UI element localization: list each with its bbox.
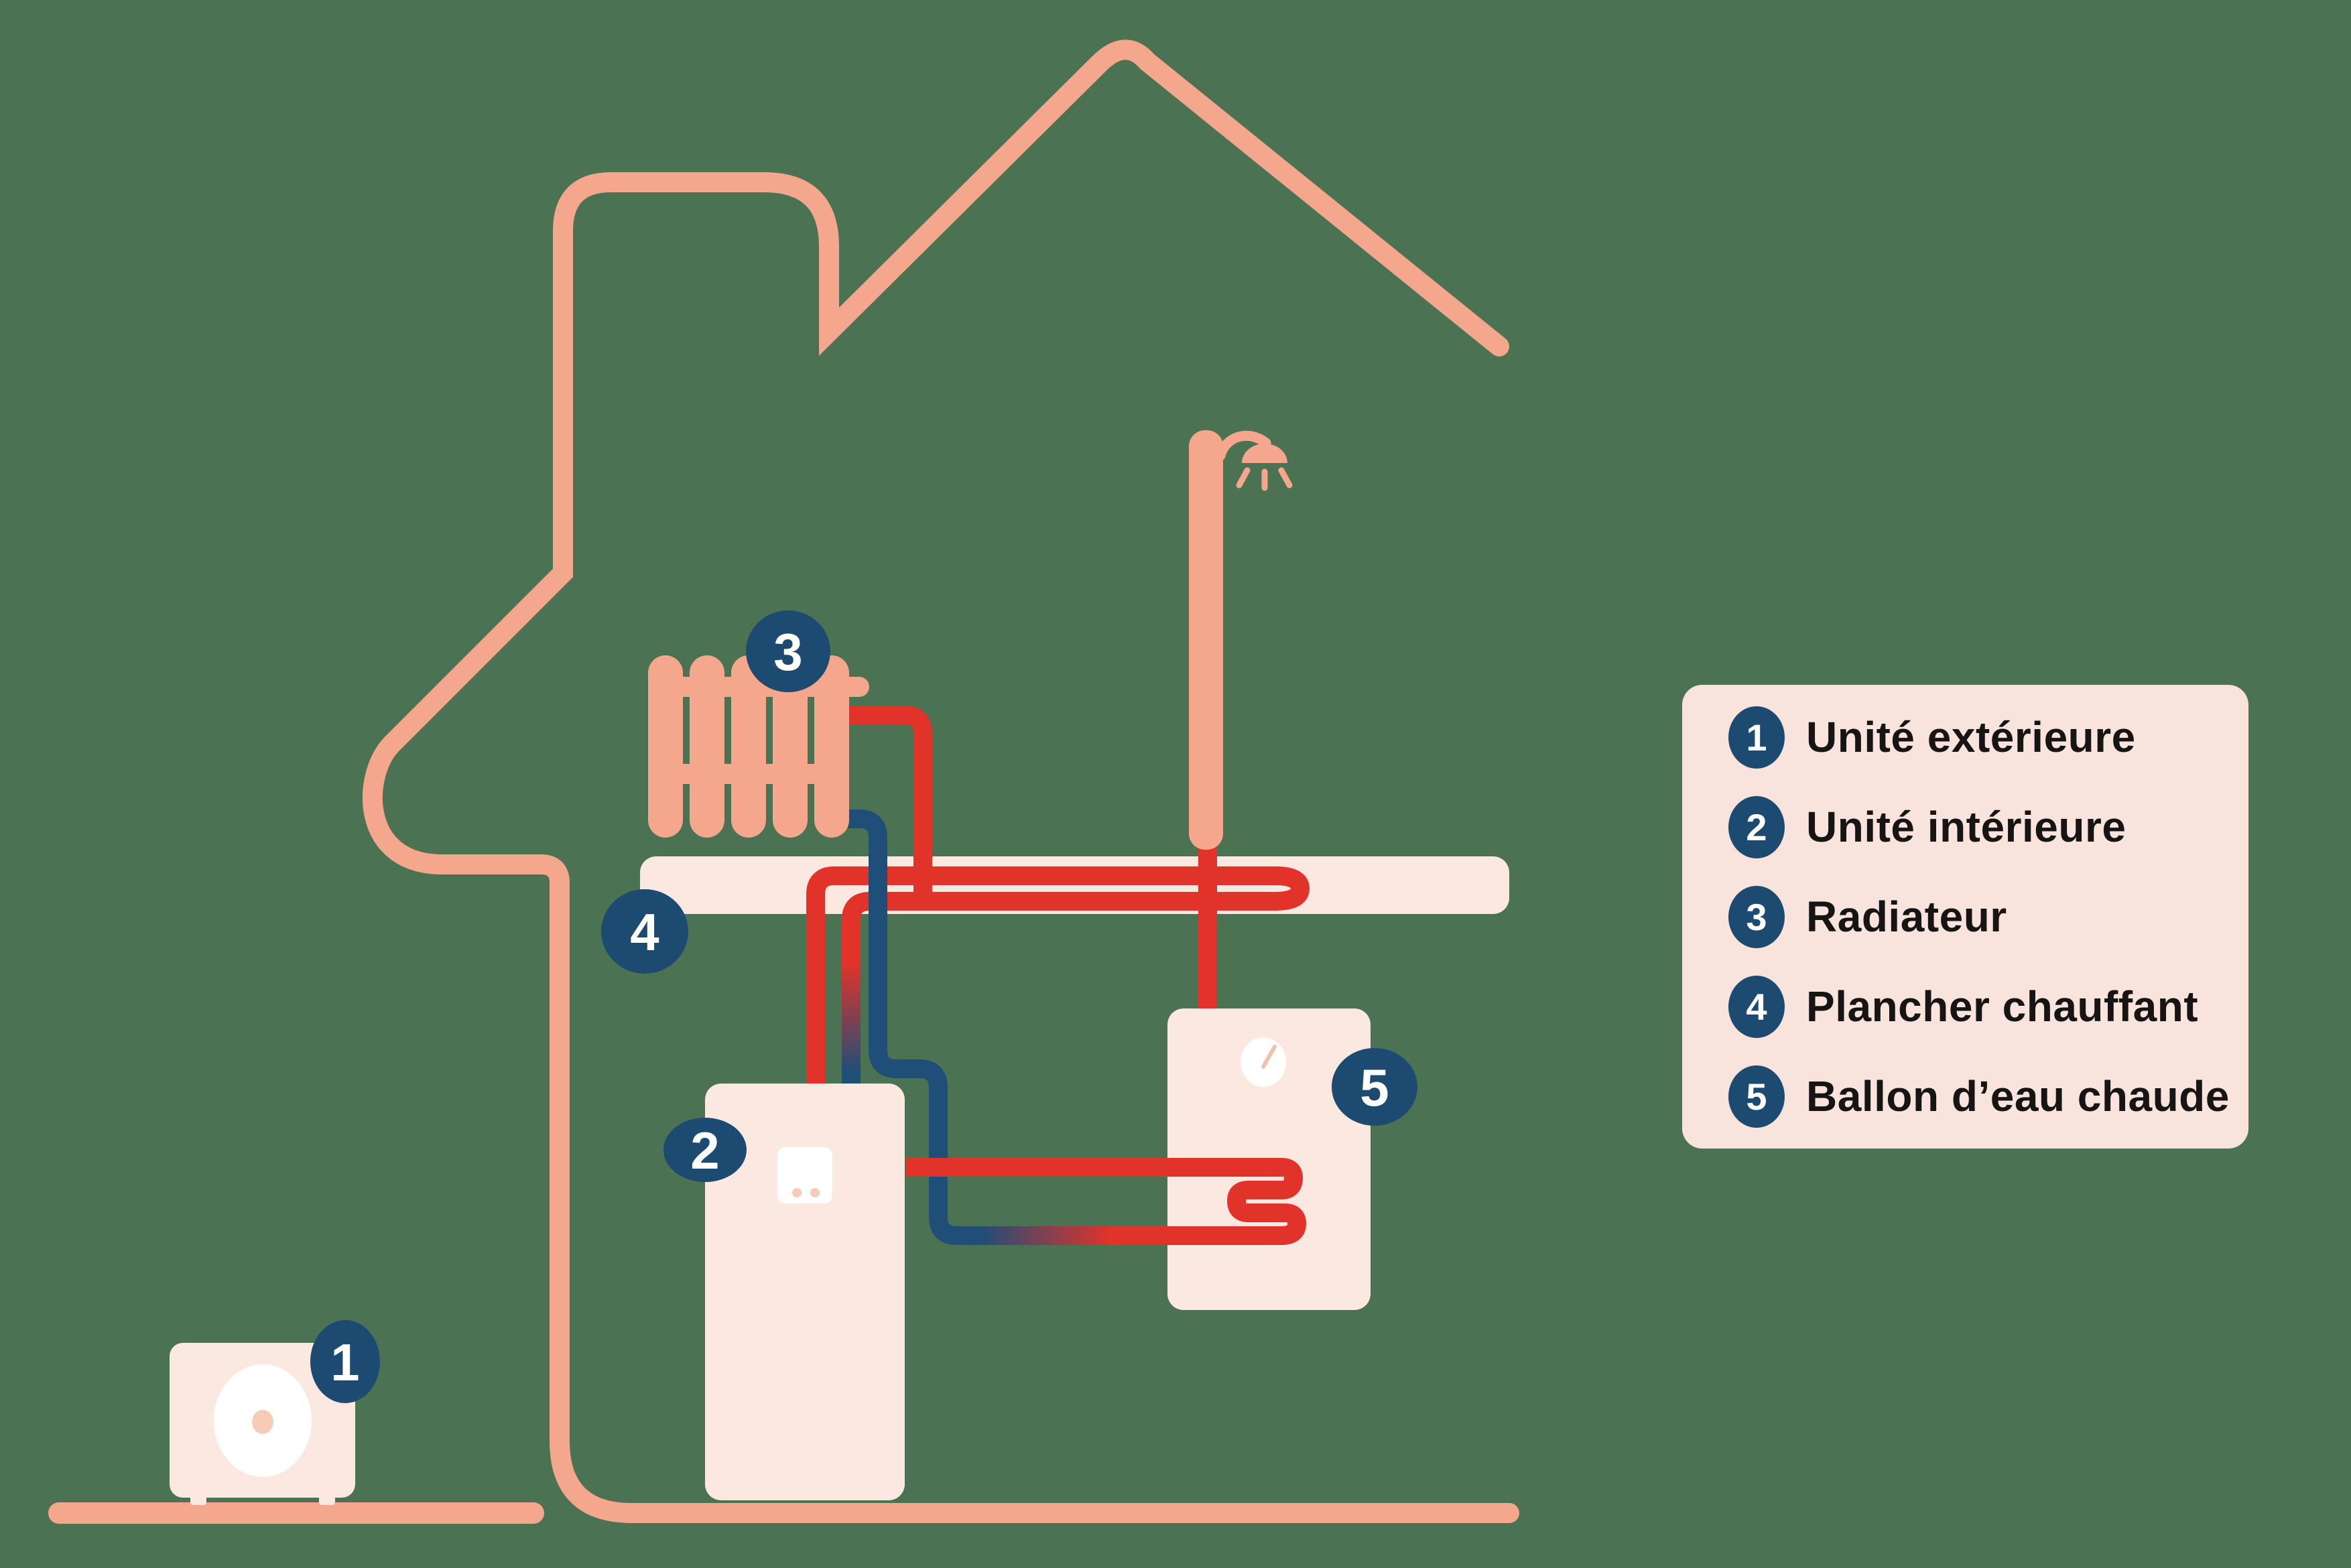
badge-3-number: 3 bbox=[773, 623, 802, 681]
badge-2: 2 bbox=[663, 1118, 747, 1182]
tank-gauge-needle bbox=[1261, 1045, 1277, 1069]
badge-5-number: 5 bbox=[1360, 1058, 1389, 1117]
shower-column bbox=[1189, 430, 1223, 850]
legend-item-label: Plancher chauffant bbox=[1806, 982, 2199, 1031]
legend-item-label: Ballon d’eau chaude bbox=[1806, 1072, 2230, 1120]
badge-1-circle bbox=[310, 1320, 380, 1403]
indoor-unit-panel-dot bbox=[792, 1188, 802, 1197]
legend-panel: 1 Unité extérieure 2 Unité intérieure 3 … bbox=[1682, 685, 2248, 1149]
badge-5: 5 bbox=[1332, 1048, 1417, 1126]
radiator-bar bbox=[731, 655, 766, 838]
radiator-bar bbox=[690, 655, 724, 838]
badge-1-number: 1 bbox=[330, 1333, 359, 1392]
radiator-bar bbox=[648, 655, 683, 838]
badge-2-circle bbox=[663, 1118, 747, 1182]
legend-item-label: Radiateur bbox=[1806, 893, 2007, 941]
badge-4-circle bbox=[601, 889, 688, 974]
badge-3: 3 bbox=[746, 610, 830, 692]
legend-number-badge: 3 bbox=[1728, 885, 1785, 948]
legend-item-ballon-eau-chaude: 5 Ballon d’eau chaude bbox=[1728, 1065, 2229, 1128]
badge-4-number: 4 bbox=[630, 903, 659, 962]
indoor-unit-body bbox=[705, 1084, 905, 1500]
pipe-hot-floor-loop bbox=[806, 866, 1310, 1095]
legend-item-unite-exterieure: 1 Unité extérieure bbox=[1728, 706, 2222, 769]
radiator bbox=[648, 655, 869, 838]
legend-item-plancher-chauffant: 4 Plancher chauffant bbox=[1728, 975, 2222, 1038]
indoor-unit-panel-dot bbox=[810, 1188, 820, 1197]
legend-number-badge: 2 bbox=[1728, 795, 1785, 858]
badge-2-number: 2 bbox=[690, 1121, 719, 1180]
badge-3-circle bbox=[746, 610, 830, 692]
badge-1: 1 bbox=[310, 1320, 380, 1403]
shower-spray bbox=[1236, 467, 1293, 491]
radiator-bar bbox=[773, 655, 808, 838]
shower-arm bbox=[1215, 431, 1271, 461]
badge-4: 4 bbox=[601, 889, 688, 974]
badge-5-circle bbox=[1332, 1048, 1417, 1126]
legend-item-unite-interieure: 2 Unité intérieure bbox=[1728, 795, 2222, 858]
indoor-unit bbox=[705, 1084, 905, 1500]
legend-number-badge: 5 bbox=[1728, 1065, 1785, 1128]
pipe-cold-radiator-return bbox=[839, 809, 992, 1245]
legend-item-label: Unité intérieure bbox=[1806, 803, 2126, 851]
legend-item-label: Unité extérieure bbox=[1806, 713, 2136, 761]
pipe-hot-tank-coil bbox=[906, 1158, 1307, 1245]
outdoor-unit bbox=[170, 1343, 355, 1505]
legend-item-radiateur: 3 Radiateur bbox=[1728, 885, 2222, 948]
shower-head bbox=[1242, 444, 1287, 463]
radiator-bar bbox=[814, 655, 849, 838]
pipe-hot-radiator-riser bbox=[836, 706, 932, 906]
tank-gauge-icon bbox=[1241, 1037, 1286, 1087]
legend-number-badge: 1 bbox=[1728, 706, 1785, 769]
shower-icon bbox=[1189, 430, 1293, 850]
indoor-unit-panel bbox=[777, 1147, 832, 1203]
outdoor-unit-fan-hub bbox=[252, 1410, 273, 1434]
legend-number-badge: 4 bbox=[1728, 975, 1785, 1038]
house-outline bbox=[362, 40, 1519, 1523]
